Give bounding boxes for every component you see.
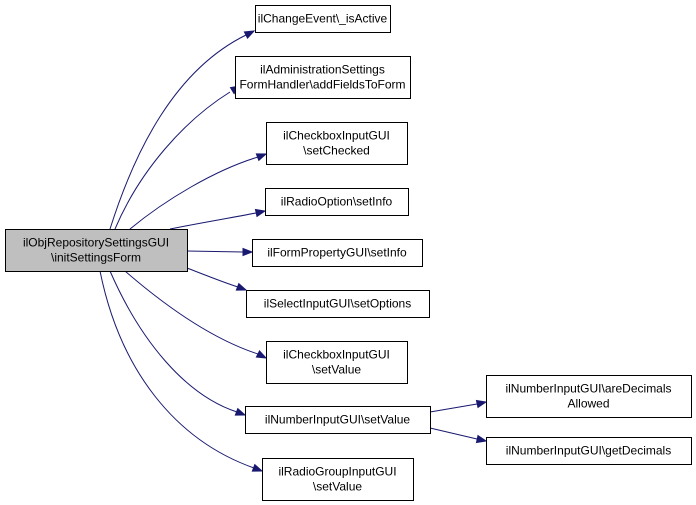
arrowhead	[251, 463, 264, 472]
callee-node[interactable]: ilNumberInputGUI\setValue	[245, 406, 431, 434]
callee-node[interactable]: ilChangeEvent\_isActive	[255, 5, 391, 33]
edge-n8-to-n11	[429, 427, 488, 444]
edge-line	[186, 250, 244, 253]
node-label-line: ilCheckboxInputGUI	[283, 129, 390, 143]
edge-root-to-n6	[186, 267, 248, 291]
node-label-line: ilChangeEvent\_isActive	[258, 12, 388, 26]
edge-n8-to-n10	[429, 399, 488, 413]
node-label-line: \setChecked	[303, 144, 370, 158]
node-box	[5, 229, 188, 272]
edge-root-to-n1	[109, 30, 256, 230]
node-box	[265, 188, 409, 216]
edge-root-to-n2	[114, 85, 242, 230]
edge-root-to-n9	[99, 270, 264, 472]
arrowhead	[242, 247, 254, 257]
edge-line	[429, 427, 478, 440]
edge-root-to-n5	[186, 247, 254, 257]
node-label-line: Allowed	[567, 397, 609, 411]
arrowhead	[243, 30, 256, 40]
node-box	[245, 406, 431, 434]
node-box	[486, 375, 692, 418]
node-box	[266, 122, 408, 165]
edge-line	[124, 270, 259, 355]
node-label-line: ilNumberInputGUI\getDecimals	[506, 444, 671, 458]
callee-node[interactable]: ilNumberInputGUI\getDecimals	[486, 437, 692, 465]
edge-line	[429, 403, 478, 413]
node-label-line: \initSettingsForm	[51, 251, 141, 265]
edge-line	[114, 91, 231, 230]
callee-node[interactable]: ilAdministrationSettingsFormHandler\addF…	[235, 56, 411, 99]
node-label-line: ilObjRepositorySettingsGUI	[23, 236, 169, 250]
node-label-line: ilSelectInputGUI\setOptions	[264, 297, 411, 311]
node-label-line: ilRadioGroupInputGUI	[278, 465, 396, 479]
edge-root-to-n4	[169, 208, 267, 230]
edge-line	[169, 212, 257, 230]
edge-line	[109, 34, 247, 230]
node-label-line: ilRadioOption\setInfo	[281, 195, 393, 209]
node-box	[486, 437, 692, 465]
root-function-node[interactable]: ilObjRepositorySettingsGUI\initSettingsF…	[5, 229, 188, 272]
edge-root-to-n3	[129, 153, 268, 230]
node-label-line: ilNumberInputGUI\setValue	[265, 413, 411, 427]
arrowhead	[475, 399, 488, 409]
node-box	[252, 239, 423, 267]
arrowhead	[255, 349, 268, 359]
callee-node[interactable]: ilRadioOption\setInfo	[265, 188, 409, 216]
edge-line	[129, 156, 259, 230]
edge-line	[99, 270, 255, 469]
node-box	[262, 458, 414, 501]
node-label-line: ilNumberInputGUI\areDecimals	[505, 382, 671, 396]
node-box	[255, 5, 391, 33]
node-box	[235, 56, 411, 99]
node-label-line: \setValue	[312, 363, 361, 377]
arrowhead	[254, 208, 267, 218]
node-box	[266, 341, 408, 384]
callee-node[interactable]: ilSelectInputGUI\setOptions	[246, 290, 430, 318]
callee-node[interactable]: ilCheckboxInputGUI\setChecked	[266, 122, 408, 165]
node-label-line: ilAdministrationSettings	[260, 63, 385, 77]
node-label-line: \setValue	[313, 480, 362, 494]
edge-root-to-n7	[124, 270, 268, 359]
node-label-line: ilCheckboxInputGUI	[283, 348, 390, 362]
edge-line	[186, 267, 239, 288]
node-box	[246, 290, 430, 318]
arrowhead	[255, 153, 268, 162]
callee-node[interactable]: ilCheckboxInputGUI\setValue	[266, 341, 408, 384]
arrowhead	[235, 282, 248, 291]
edge-root-to-n8	[109, 270, 247, 416]
node-label-line: ilFormPropertyGUI\setInfo	[267, 246, 407, 260]
nodes-layer: ilObjRepositorySettingsGUI\initSettingsF…	[5, 5, 692, 501]
node-label-line: FormHandler\addFieldsToForm	[239, 78, 405, 92]
callee-node[interactable]: ilFormPropertyGUI\setInfo	[252, 239, 423, 267]
edge-line	[109, 270, 238, 413]
callee-node[interactable]: ilRadioGroupInputGUI\setValue	[262, 458, 414, 501]
arrowhead	[234, 407, 247, 416]
arrowhead	[475, 434, 488, 444]
